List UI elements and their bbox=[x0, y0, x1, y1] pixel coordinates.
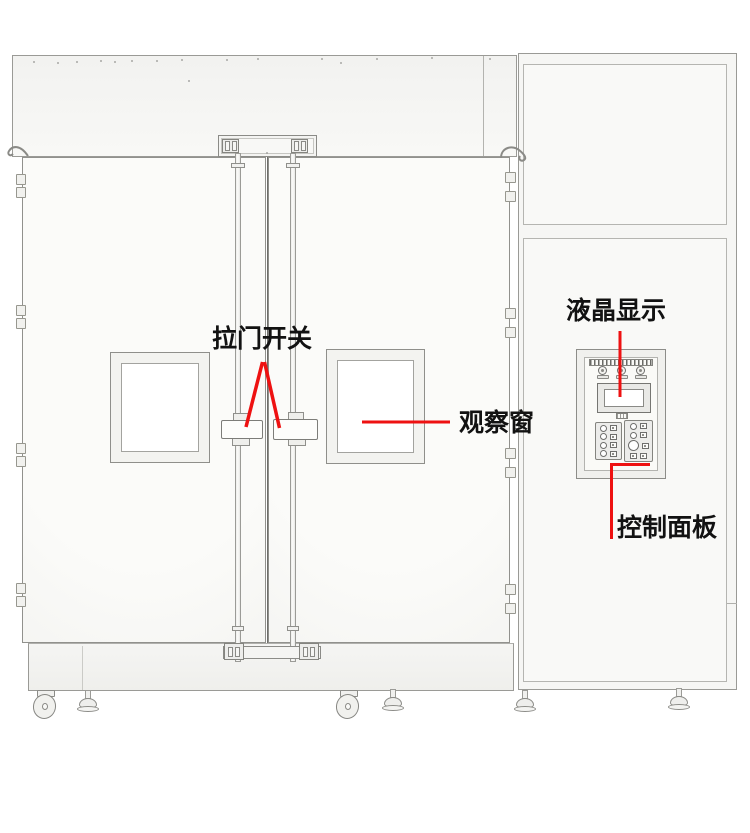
lcd-connector bbox=[616, 413, 628, 419]
roller bbox=[300, 141, 306, 151]
indicator-knob-icon bbox=[598, 366, 607, 375]
button-row bbox=[630, 431, 647, 439]
roller bbox=[228, 646, 233, 657]
roller bbox=[293, 141, 299, 151]
round-button-icon bbox=[630, 422, 637, 430]
round-button-icon bbox=[600, 450, 607, 458]
rivet-dot bbox=[188, 80, 190, 82]
indicator-knob-base bbox=[616, 375, 628, 379]
rivet-dot bbox=[100, 60, 102, 62]
rivet-dot bbox=[114, 61, 116, 63]
indicator-knob-base bbox=[635, 375, 647, 379]
rivet-dot bbox=[156, 60, 158, 62]
rivet-dot bbox=[181, 59, 183, 61]
indicator-knob-icon bbox=[617, 366, 626, 375]
door-handle-rod-right bbox=[290, 153, 296, 662]
button-row bbox=[600, 433, 617, 441]
top-roller-carriage-right bbox=[291, 139, 308, 153]
top-roller-carriage-left bbox=[222, 139, 239, 153]
leveling-foot bbox=[381, 689, 405, 715]
hinge-right bbox=[505, 448, 516, 478]
hinge-left bbox=[16, 583, 26, 607]
rivet-dot bbox=[131, 60, 133, 62]
door-handle-rod-left bbox=[235, 153, 241, 662]
indicator-knob-icon bbox=[636, 366, 645, 375]
leveling-foot bbox=[667, 688, 691, 714]
button-label-icon bbox=[610, 425, 617, 432]
bottom-slide-rail bbox=[223, 646, 321, 659]
button-row bbox=[600, 441, 617, 449]
button-group-right bbox=[624, 420, 653, 462]
label-lcd-display: 液晶显示 bbox=[566, 297, 667, 325]
plinth-seam bbox=[82, 646, 83, 690]
rivet-dot bbox=[340, 62, 342, 64]
hinge-right bbox=[505, 308, 516, 338]
top-panel-seam bbox=[483, 56, 484, 156]
button-row bbox=[630, 453, 647, 460]
caster-wheel bbox=[30, 690, 59, 722]
bottom-roller-carriage-left bbox=[224, 643, 244, 660]
button-label-icon bbox=[610, 433, 617, 440]
rivet-dot bbox=[226, 59, 228, 61]
label-door-switch: 拉门开关 bbox=[212, 325, 313, 353]
terminal-strip bbox=[589, 359, 653, 366]
button-row bbox=[600, 450, 617, 458]
roller bbox=[235, 646, 240, 657]
bottom-roller-carriage-right bbox=[299, 643, 319, 660]
hinge-right bbox=[505, 584, 516, 614]
rivet-dot bbox=[57, 62, 59, 64]
rivet-dot bbox=[431, 57, 433, 59]
leveling-foot bbox=[76, 690, 100, 716]
indicator-knob-base bbox=[597, 375, 609, 379]
cabinet-frame-seam bbox=[727, 603, 737, 604]
roller bbox=[231, 141, 237, 151]
rod-collar bbox=[286, 163, 300, 168]
button-label-icon bbox=[610, 450, 617, 457]
button-label-icon bbox=[640, 453, 647, 460]
round-button-icon bbox=[630, 431, 637, 439]
button-label-icon bbox=[630, 453, 637, 460]
rivet-dot bbox=[266, 152, 268, 154]
round-button-icon bbox=[600, 441, 607, 449]
hinge-right bbox=[505, 172, 516, 202]
button-label-icon bbox=[640, 423, 647, 430]
rod-collar bbox=[287, 626, 299, 631]
rod-collar bbox=[232, 626, 244, 631]
hinge-left bbox=[16, 443, 26, 467]
round-button-icon bbox=[600, 424, 607, 432]
lcd-screen bbox=[604, 389, 644, 407]
door-switch-latch-right bbox=[273, 419, 318, 440]
roller bbox=[224, 141, 230, 151]
button-row bbox=[600, 424, 617, 432]
roller bbox=[310, 646, 315, 657]
rivet-dot bbox=[321, 58, 323, 60]
leveling-foot bbox=[513, 690, 537, 716]
hinge-left bbox=[16, 305, 26, 329]
rod-collar bbox=[231, 163, 245, 168]
door-gap bbox=[266, 157, 268, 643]
door-switch-latch-left bbox=[221, 420, 263, 439]
roller bbox=[303, 646, 308, 657]
rivet-dot bbox=[489, 58, 491, 60]
button-group-left bbox=[595, 422, 622, 460]
caster-wheel bbox=[333, 690, 362, 722]
button-label-icon bbox=[640, 432, 647, 439]
label-observation-window: 观察窗 bbox=[459, 409, 535, 437]
label-control-panel: 控制面板 bbox=[617, 514, 718, 542]
rivet-dot bbox=[376, 58, 378, 60]
hinge-left bbox=[16, 174, 26, 198]
rivet-dot bbox=[76, 61, 78, 63]
control-cabinet-upper-panel bbox=[523, 64, 727, 225]
observation-window-left-pane bbox=[121, 363, 199, 452]
button-label-icon bbox=[642, 442, 649, 449]
round-button-icon bbox=[600, 433, 607, 441]
button-row bbox=[630, 422, 647, 430]
observation-window-right-pane bbox=[337, 360, 414, 453]
rivet-dot bbox=[257, 58, 259, 60]
rivet-dot bbox=[33, 61, 35, 63]
button-label-icon bbox=[610, 442, 617, 449]
power-button-icon bbox=[628, 440, 639, 452]
button-row bbox=[628, 440, 649, 452]
